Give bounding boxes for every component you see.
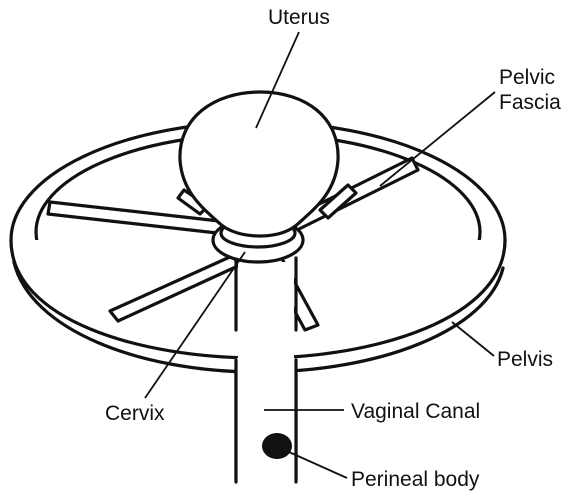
label-pelvic-fascia-line2: Fascia [499,91,561,114]
label-perineal-body: Perineal body [351,468,480,491]
label-pelvic-fascia-line1: Pelvic [499,66,555,89]
label-pelvis: Pelvis [497,348,553,371]
label-vaginal-canal: Vaginal Canal [351,400,480,423]
perineal-body-shape [262,433,292,459]
label-uterus: Uterus [268,6,330,29]
label-cervix: Cervix [105,402,165,425]
